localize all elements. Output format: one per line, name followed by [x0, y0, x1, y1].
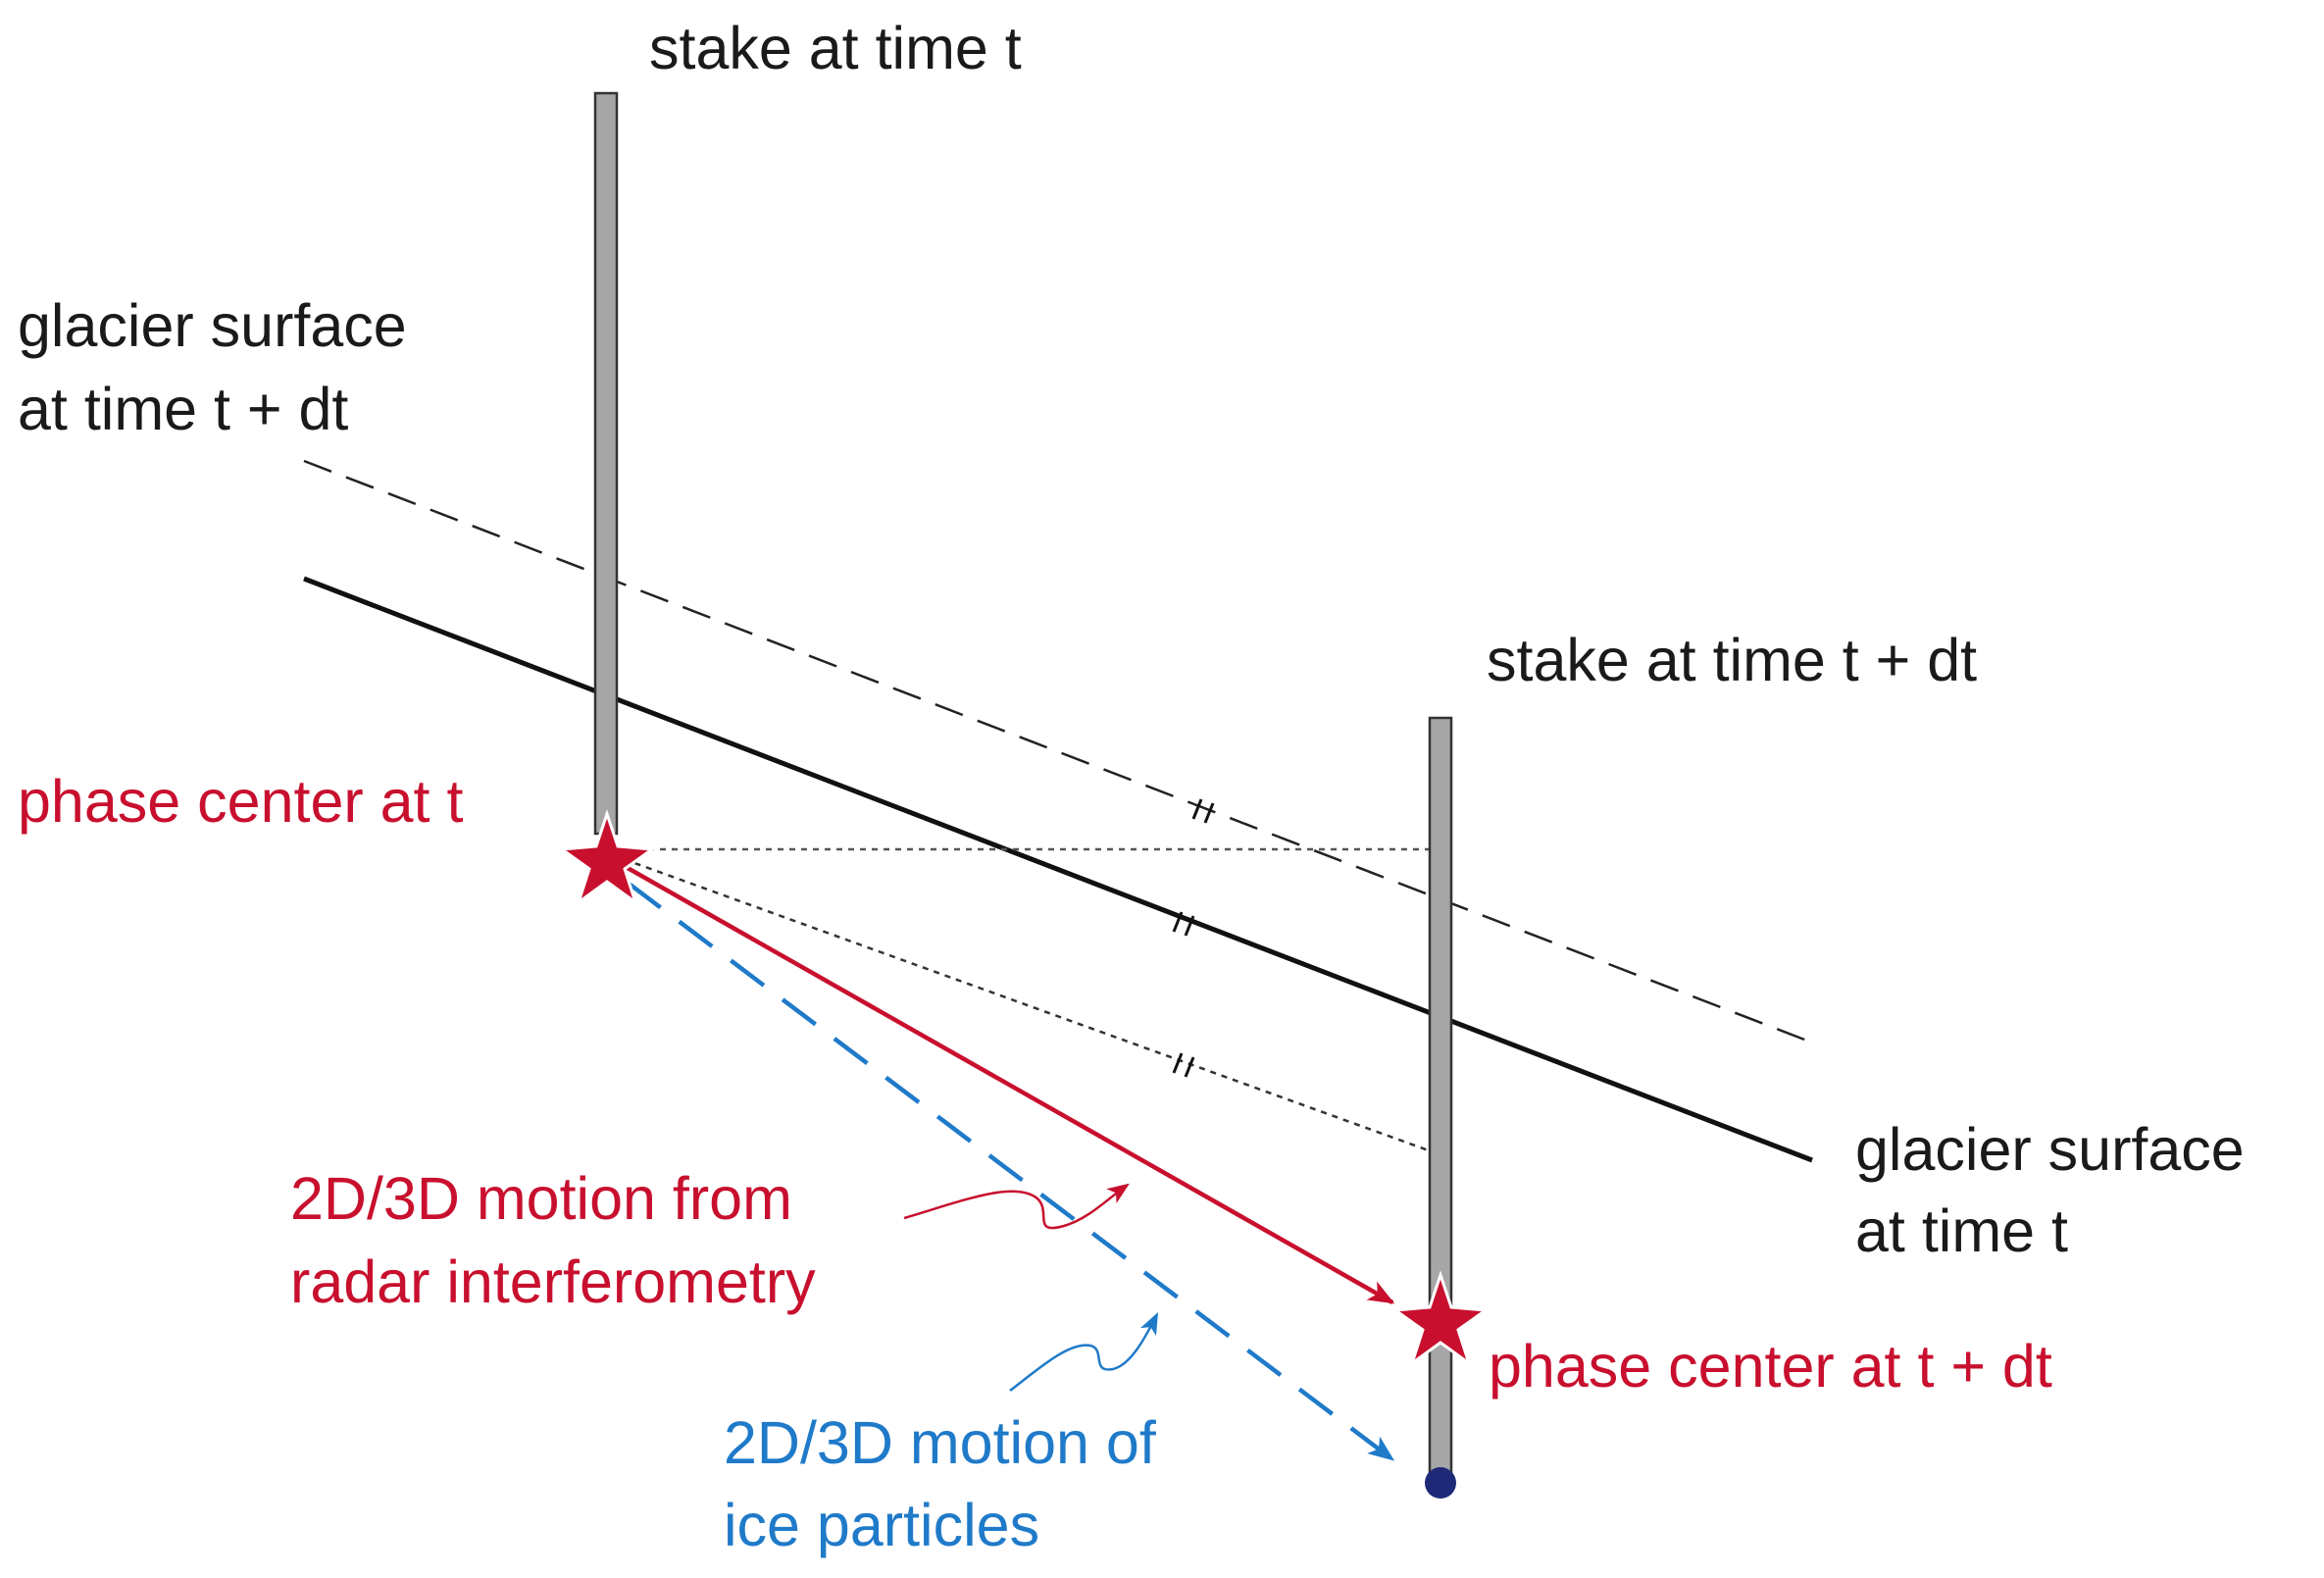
parallel-mark-lower [1172, 1052, 1195, 1078]
parallel-reference-line [612, 853, 1438, 1155]
stake-tdt-label: stake at time t + dt [1487, 627, 1977, 693]
stake-at-time-t-plus-dt [1428, 716, 1453, 1485]
surface-tdt-label-line1: glacier surface [18, 292, 407, 359]
parallel-mark-middle [1172, 911, 1195, 937]
stake-at-time-t [593, 91, 619, 836]
phase-center-tdt-label: phase center at t + dt [1489, 1333, 2052, 1400]
ice-particle-dot [1425, 1467, 1456, 1499]
glacier-surface-tdt-line [303, 459, 1813, 1044]
ice-motion-label-line1: 2D/3D motion of [724, 1409, 1157, 1476]
radar-motion-arrow [626, 866, 1395, 1304]
radar-motion-label-line1: 2D/3D motion from [290, 1165, 792, 1232]
phase-center-tdt-star [1390, 1270, 1490, 1367]
surface-t-label-line1: glacier surface [1855, 1116, 2245, 1183]
stake-t-label: stake at time t [649, 15, 1022, 81]
phase-center-t-label: phase center at t [18, 768, 463, 835]
radar-motion-label-line2: radar interferometry [290, 1248, 816, 1315]
ice-particle-motion-arrow [626, 881, 1395, 1461]
surface-tdt-label-line2: at time t + dt [18, 376, 348, 442]
ice-label-leader [1009, 1311, 1159, 1392]
ice-motion-label-line2: ice particles [724, 1492, 1039, 1558]
surface-t-label-line2: at time t [1855, 1197, 2068, 1264]
glacier-surface-t-line [303, 576, 1813, 1163]
radar-label-leader [903, 1183, 1130, 1230]
parallel-mark-upper [1191, 798, 1215, 824]
phase-center-t-star [557, 809, 657, 906]
